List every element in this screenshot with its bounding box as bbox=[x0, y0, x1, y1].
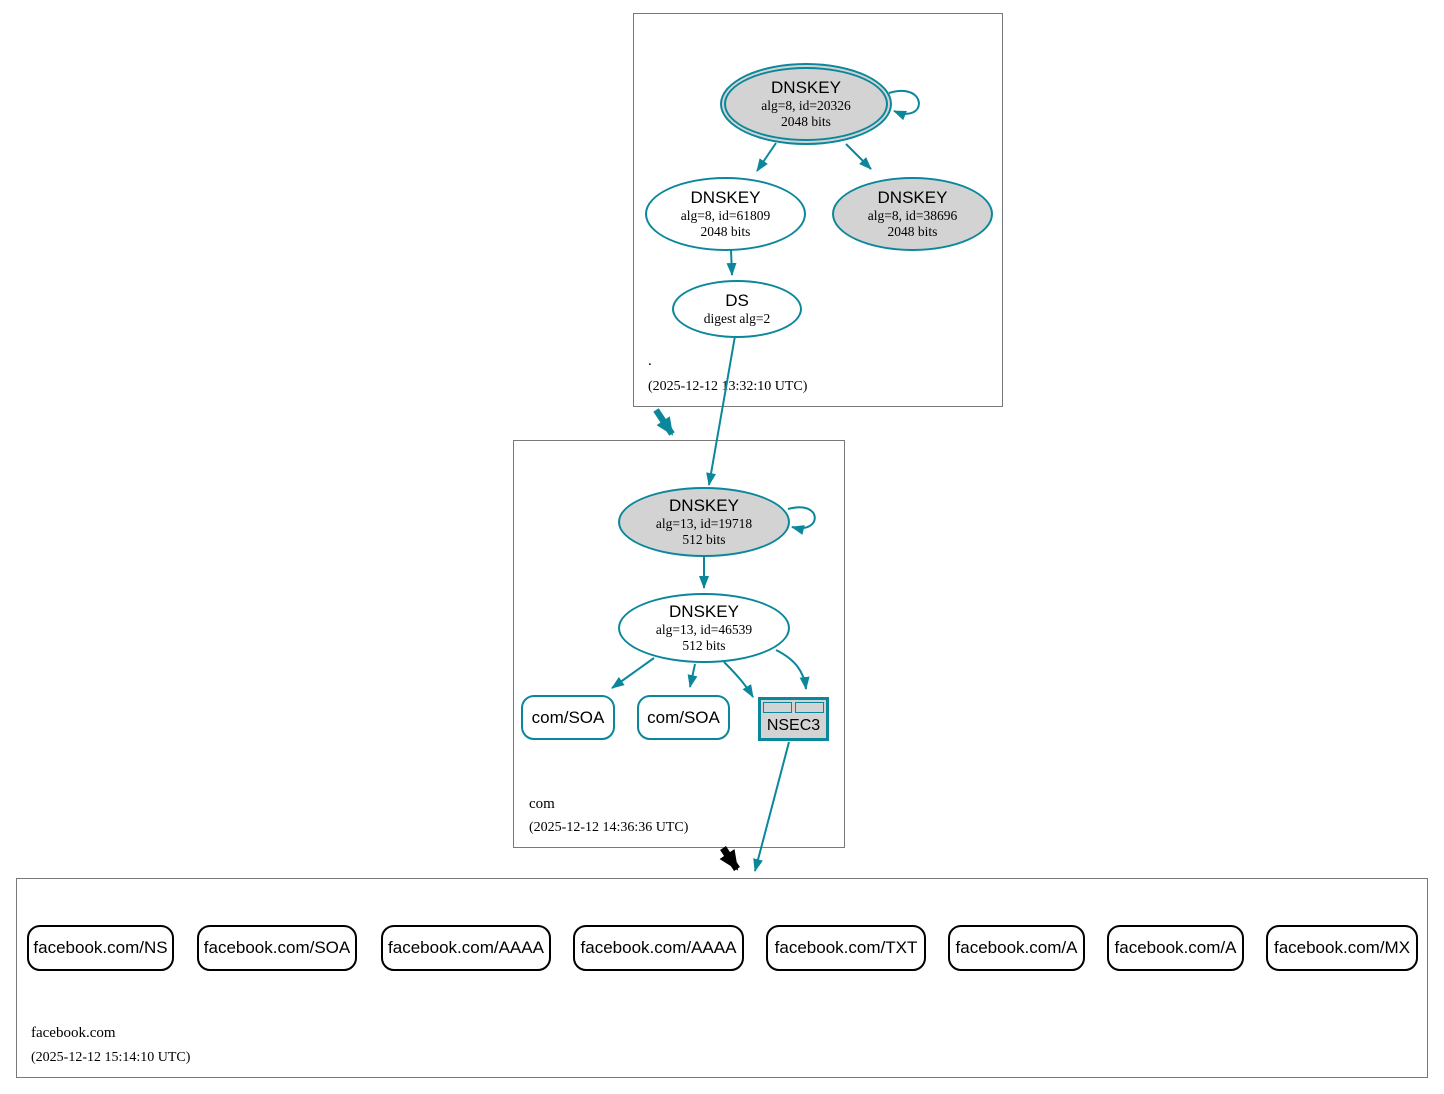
zone-label-com: com bbox=[529, 796, 555, 812]
node-label: facebook.com/SOA bbox=[203, 938, 351, 957]
node-label: com/SOA bbox=[647, 707, 720, 727]
node-alg: alg=8, id=20326 bbox=[761, 97, 851, 113]
node-com-soa-1[interactable]: com/SOA bbox=[521, 695, 615, 740]
node-rrset-ns[interactable]: facebook.com/NS bbox=[27, 925, 174, 971]
node-title: DS bbox=[725, 291, 749, 311]
node-bits: 2048 bits bbox=[700, 223, 751, 239]
node-rrset-aaaa-2[interactable]: facebook.com/AAAA bbox=[573, 925, 744, 971]
node-bits: 512 bits bbox=[682, 531, 726, 547]
node-alg: digest alg=2 bbox=[703, 310, 771, 326]
node-com-dnskey-ksk[interactable]: DNSKEY alg=13, id=19718 512 bits bbox=[618, 487, 790, 557]
node-title: DNSKEY bbox=[877, 188, 948, 208]
node-alg: alg=8, id=61809 bbox=[680, 207, 771, 223]
node-title: DNSKEY bbox=[669, 496, 739, 516]
node-alg: alg=8, id=38696 bbox=[867, 207, 958, 223]
node-label: facebook.com/TXT bbox=[774, 938, 918, 957]
node-bits: 2048 bits bbox=[887, 223, 938, 239]
node-label: facebook.com/NS bbox=[33, 938, 168, 957]
zone-box-facebook bbox=[16, 878, 1428, 1078]
node-com-dnskey-zsk[interactable]: DNSKEY alg=13, id=46539 512 bits bbox=[618, 593, 790, 663]
node-com-nsec3[interactable]: NSEC3 bbox=[758, 697, 829, 741]
node-rrset-a-1[interactable]: facebook.com/A bbox=[948, 925, 1085, 971]
node-label: NSEC3 bbox=[766, 716, 821, 734]
node-label: facebook.com/MX bbox=[1273, 938, 1411, 957]
node-alg: alg=13, id=46539 bbox=[655, 621, 753, 637]
node-title: DNSKEY bbox=[669, 602, 739, 622]
zone-label-facebook: facebook.com bbox=[31, 1025, 116, 1041]
node-rrset-txt[interactable]: facebook.com/TXT bbox=[766, 925, 926, 971]
nsec3-cell-right bbox=[795, 702, 824, 713]
node-label: com/SOA bbox=[531, 707, 605, 727]
zone-timestamp-com: (2025-12-12 14:36:36 UTC) bbox=[529, 820, 689, 835]
node-label: facebook.com/AAAA bbox=[388, 938, 544, 957]
node-root-dnskey-zsk[interactable]: DNSKEY alg=8, id=61809 2048 bits bbox=[645, 177, 806, 251]
node-title: DNSKEY bbox=[771, 78, 841, 98]
node-label: facebook.com/A bbox=[1114, 938, 1237, 957]
node-rrset-a-2[interactable]: facebook.com/A bbox=[1107, 925, 1244, 971]
node-root-ds[interactable]: DS digest alg=2 bbox=[672, 280, 802, 338]
node-root-dnskey-ksk[interactable]: DNSKEY alg=8, id=20326 2048 bits bbox=[720, 63, 892, 145]
node-title: DNSKEY bbox=[690, 188, 761, 208]
node-label: facebook.com/AAAA bbox=[580, 938, 737, 957]
node-bits: 512 bits bbox=[682, 637, 726, 653]
node-com-soa-2[interactable]: com/SOA bbox=[637, 695, 730, 740]
node-bits: 2048 bits bbox=[781, 113, 831, 129]
node-root-dnskey-2[interactable]: DNSKEY alg=8, id=38696 2048 bits bbox=[832, 177, 993, 251]
node-rrset-mx[interactable]: facebook.com/MX bbox=[1266, 925, 1418, 971]
nsec3-cells bbox=[761, 700, 826, 713]
node-label: facebook.com/A bbox=[955, 938, 1078, 957]
zone-timestamp-root: (2025-12-12 13:32:10 UTC) bbox=[648, 379, 808, 394]
node-rrset-aaaa-1[interactable]: facebook.com/AAAA bbox=[381, 925, 551, 971]
edge-com-delegation-insecure bbox=[719, 846, 740, 871]
node-rrset-soa[interactable]: facebook.com/SOA bbox=[197, 925, 357, 971]
zone-timestamp-facebook: (2025-12-12 15:14:10 UTC) bbox=[31, 1050, 191, 1065]
nsec3-cell-left bbox=[763, 702, 792, 713]
node-alg: alg=13, id=19718 bbox=[655, 515, 753, 531]
zone-label-root: . bbox=[648, 353, 652, 369]
edge-root-delegation-secure bbox=[653, 408, 675, 436]
